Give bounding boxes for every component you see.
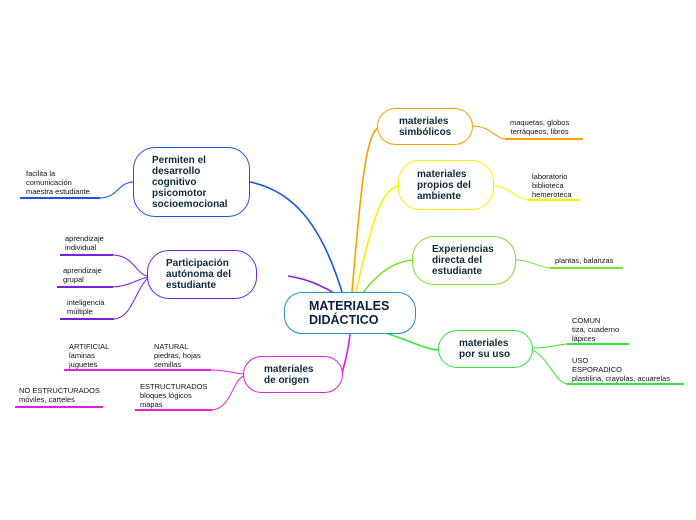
connector-permiten: [249, 181, 343, 293]
leaf-uso-1: USO ESPORADICO plastilina, crayolas, acu…: [572, 356, 670, 383]
leaf-origen-natural: NATURAL piedras, hojas semillas: [154, 342, 201, 369]
branch-label: Experiencias directa del estudiante: [432, 244, 494, 277]
branch-node-participacion[interactable]: Participación autónoma del estudiante: [147, 250, 257, 299]
leaf-origen-estructurados: ESTRUCTURADOS bloques lógicos mapas: [140, 382, 208, 409]
leaf-ambiente-0: laboratorio biblioteca hemeroteca: [532, 172, 572, 199]
branch-node-origen[interactable]: materiales de origen: [243, 356, 343, 393]
leaf-origen-no-estructurados: NO ESTRUCTURADOS móviles, carteles: [19, 386, 100, 404]
leaf-uso-0: COMUN tiza, cuaderno lápices: [572, 316, 620, 343]
branch-label: materiales por su uso: [459, 338, 511, 360]
branch-node-simbolicos[interactable]: materiales simbólicos: [377, 108, 473, 145]
leaf-participacion-0: aprendizaje individual: [65, 234, 104, 252]
leaf-participacion-1: aprendizaje grupal: [63, 266, 102, 284]
connector-origen: [341, 333, 351, 375]
connector-simbolicos: [351, 127, 379, 293]
leaf-permiten-0: facilita la comunicación maestra estudia…: [26, 169, 90, 196]
leaf-origen-artificial: ARTIFICIAL laminas juguetes: [69, 342, 110, 369]
branch-label: materiales propios del ambiente: [417, 168, 471, 202]
leaf-experiencias-0: plantas, balanzas: [555, 256, 614, 265]
branch-node-permiten[interactable]: Permiten el desarrollo cognitivo psicomo…: [133, 147, 250, 217]
branch-label: materiales simbólicos: [399, 115, 452, 138]
branch-node-uso[interactable]: materiales por su uso: [438, 330, 533, 368]
connector-uso: [381, 331, 441, 351]
branch-label: Participación autónoma del estudiante: [166, 258, 232, 291]
leaf-simbolicos-0: maquetas, globos terráqueos, libros: [510, 118, 570, 136]
connector-experiencias: [361, 259, 413, 295]
branch-label: materiales de origen: [264, 363, 314, 386]
branch-node-experiencias[interactable]: Experiencias directa del estudiante: [412, 236, 516, 285]
central-topic-label: MATERIALES DIDÁCTICO: [309, 299, 390, 327]
branch-node-ambiente[interactable]: materiales propios del ambiente: [398, 160, 494, 210]
leaf-participacion-2: inteligencia múltiple: [67, 298, 105, 316]
central-topic-node[interactable]: MATERIALES DIDÁCTICO: [284, 292, 416, 334]
branch-label: Permiten el desarrollo cognitivo psicomo…: [152, 154, 228, 210]
connector-ambiente: [355, 185, 399, 293]
